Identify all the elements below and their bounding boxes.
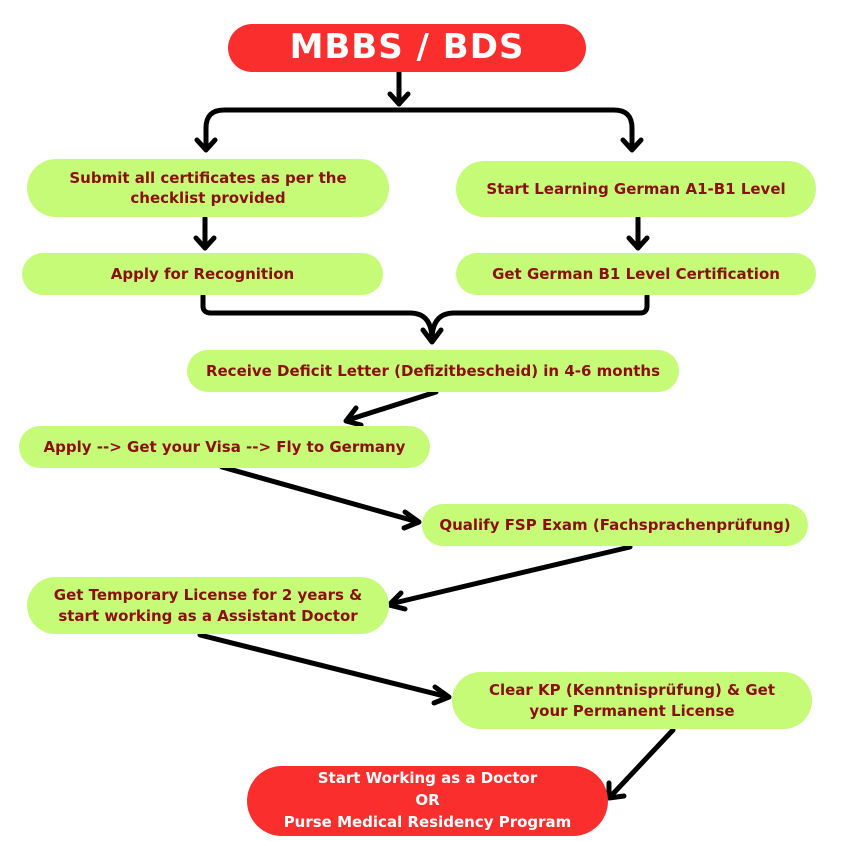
title-node: MBBS / BDS <box>228 24 586 72</box>
node-text-line: checklist provided <box>130 189 286 207</box>
merge-line <box>200 293 650 343</box>
node-text-line: start working as a Assistant Doctor <box>58 606 358 625</box>
node-text: Apply --> Get your Visa --> Fly to Germa… <box>43 437 406 456</box>
arrow-deficit-to-visa <box>345 389 439 423</box>
node-text-line: Get Temporary License for 2 years & <box>53 586 363 605</box>
title-text: MBBS / BDS <box>289 27 525 68</box>
arrowhead-recognition <box>193 235 217 251</box>
arrow-fsp-to-temp <box>387 544 633 607</box>
node-text-line: OR <box>415 791 440 810</box>
node-text-line: Submit all certificates as per the <box>69 168 347 187</box>
arrowhead-deficit <box>420 327 444 345</box>
node-kp-exam: Clear KP (Kenntnisprüfung) & Get your Pe… <box>452 672 812 729</box>
node-deficit-letter: Receive Deficit Letter (Defizitbescheid)… <box>187 350 679 392</box>
arrowhead-fsp <box>401 509 422 531</box>
arrowhead-temp <box>386 590 408 612</box>
node-text-line: Start Working as a Doctor <box>317 769 538 788</box>
node-text: Apply for Recognition <box>110 264 295 283</box>
arrowhead-visa <box>343 405 364 428</box>
node-learn-german: Start Learning German A1-B1 Level <box>456 161 816 217</box>
node-final: Start Working as a Doctor OR Purse Medic… <box>247 766 608 836</box>
arrowhead-b1 <box>626 235 650 251</box>
node-text-line: Clear KP (Kenntnisprüfung) & Get <box>488 681 776 700</box>
arrow-kp-to-final <box>607 727 676 800</box>
node-text: Receive Deficit Letter (Defizitbescheid)… <box>205 361 661 380</box>
node-b1-certification: Get German B1 Level Certification <box>456 253 816 295</box>
node-visa: Apply --> Get your Visa --> Fly to Germa… <box>19 426 430 468</box>
node-text: Qualify FSP Exam (Fachsprachenprüfung) <box>439 515 791 534</box>
node-text-line: your Permanent License <box>529 701 735 720</box>
arrowhead-title <box>387 91 411 107</box>
branch-line-top <box>203 107 635 151</box>
arrowhead-kp <box>431 684 452 706</box>
arrow-visa-to-fsp <box>219 464 421 525</box>
node-temporary-license: Get Temporary License for 2 years & star… <box>27 577 389 634</box>
node-text-line: Purse Medical Residency Program <box>283 812 572 831</box>
arrow-temp-to-kp <box>197 632 451 700</box>
node-text: Get German B1 Level Certification <box>492 264 780 283</box>
arrowhead-right-branch <box>620 137 644 153</box>
node-apply-recognition: Apply for Recognition <box>22 253 383 295</box>
arrowhead-final <box>606 780 627 801</box>
node-text: Start Learning German A1-B1 Level <box>486 179 786 198</box>
arrowhead-left-branch <box>194 137 218 153</box>
node-fsp-exam: Qualify FSP Exam (Fachsprachenprüfung) <box>422 504 808 546</box>
node-submit-certificates: Submit all certificates as per the check… <box>27 159 389 217</box>
